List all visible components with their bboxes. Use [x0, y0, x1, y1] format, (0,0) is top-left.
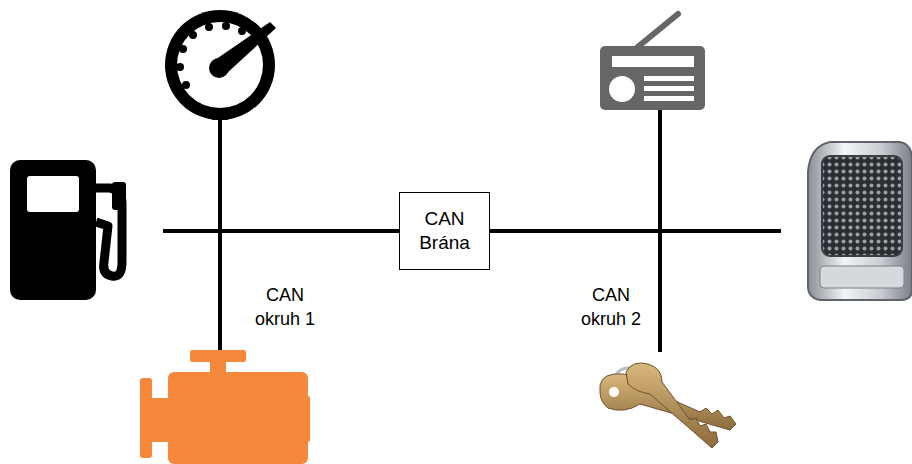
- speaker-body: [808, 142, 912, 300]
- gauge-hub: [209, 58, 229, 78]
- radio-display: [612, 56, 694, 67]
- bus-wire: [163, 229, 399, 233]
- key-back: [626, 363, 718, 448]
- engine-side: [300, 396, 310, 442]
- engine-block: [168, 372, 308, 464]
- node-label: CAN Brána: [408, 207, 481, 255]
- key-hole: [609, 387, 619, 397]
- radio-body: [600, 46, 705, 110]
- speedometer-icon: [165, 10, 276, 120]
- speaker-grille: [822, 156, 902, 256]
- bus-wire: [490, 229, 781, 233]
- speaker-base: [820, 266, 904, 288]
- engine-neck: [210, 360, 226, 374]
- speaker-icon: [808, 142, 912, 300]
- engine-flange: [140, 378, 152, 458]
- bus-wire: [658, 108, 662, 352]
- radio-grille: [644, 76, 694, 101]
- pump-window: [27, 176, 79, 212]
- keys-icon: [600, 363, 736, 448]
- bus-wire: [218, 112, 222, 352]
- gateway-box: CAN Brána: [399, 192, 490, 270]
- gauge-stem: [212, 108, 228, 120]
- engine-icon: [140, 350, 310, 464]
- gauge-face: [177, 22, 263, 108]
- fuel-pump-icon: [10, 160, 126, 300]
- pump-nozzle: [112, 182, 126, 210]
- radio-knob: [609, 76, 635, 102]
- gauge-ring: [165, 10, 275, 120]
- radio-antenna: [634, 14, 678, 50]
- bus-label: CAN okruh 2: [571, 283, 651, 331]
- radio-icon: [600, 14, 705, 110]
- engine-mount: [152, 398, 170, 442]
- bus-label: CAN okruh 1: [245, 283, 325, 331]
- pump-body: [10, 160, 96, 300]
